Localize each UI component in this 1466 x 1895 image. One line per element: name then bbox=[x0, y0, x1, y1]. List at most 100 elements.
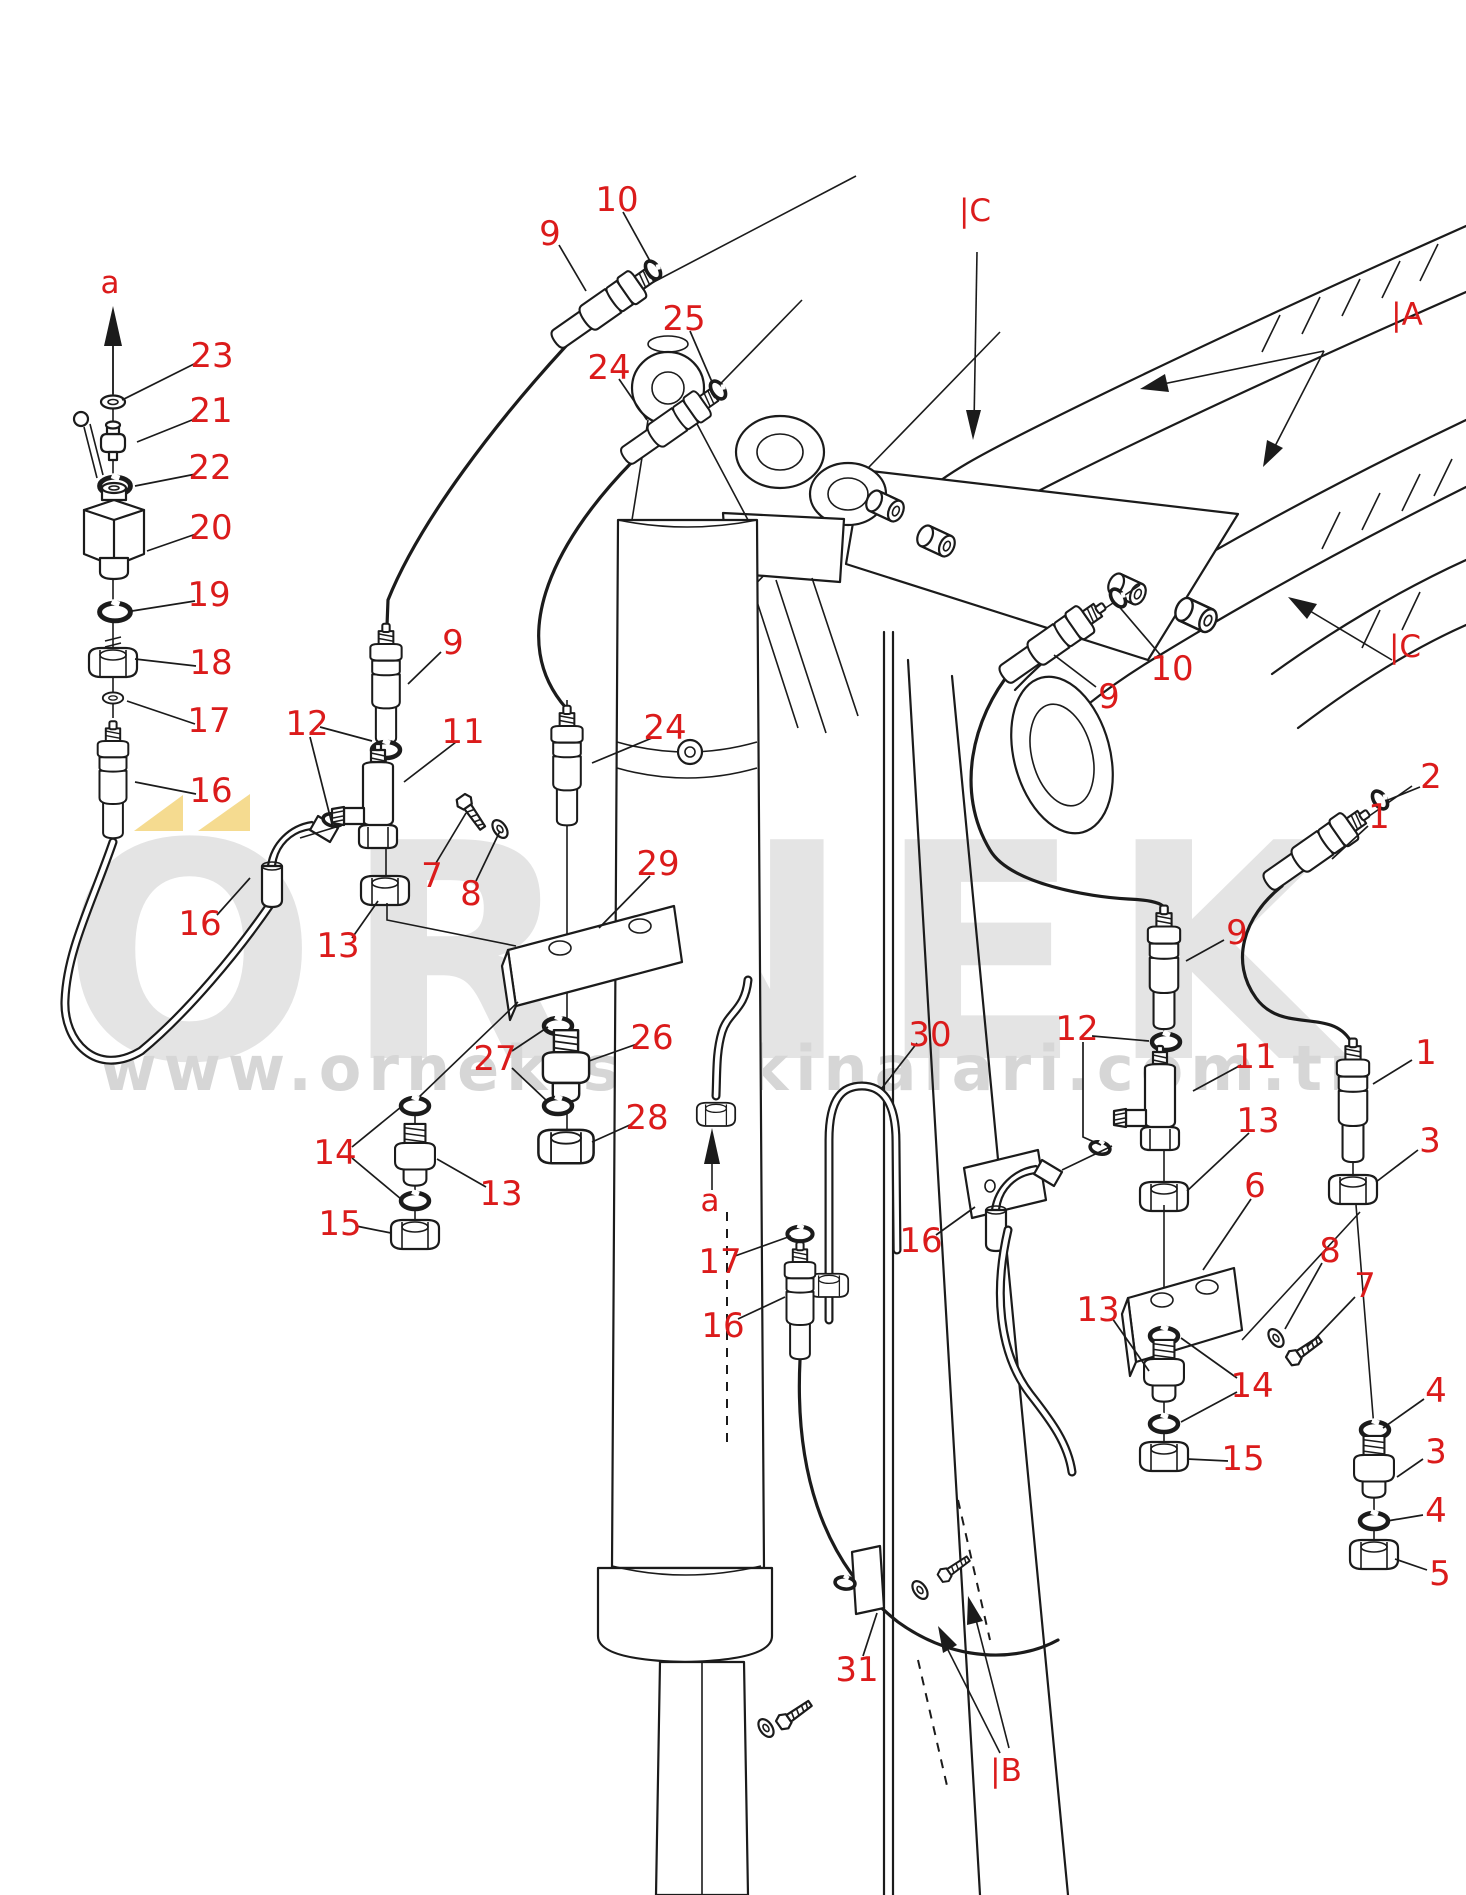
leader-line-9-37 bbox=[1053, 654, 1097, 688]
callout-13-49: 13 bbox=[1076, 1290, 1119, 1330]
watermark-umlaut-triangle-right bbox=[198, 794, 250, 831]
callout-29-24: 29 bbox=[636, 844, 679, 884]
callout-5-55: 5 bbox=[1429, 1554, 1451, 1594]
callout-11-21: 11 bbox=[441, 712, 484, 752]
callout-4-54: 4 bbox=[1425, 1491, 1447, 1531]
leader-line-15-51 bbox=[1186, 1458, 1229, 1462]
leader-line-8-23 bbox=[475, 830, 501, 882]
leader-line-3-53 bbox=[1396, 1458, 1424, 1478]
leader-line-12-41 bbox=[1091, 1035, 1150, 1042]
callout-13-13: 13 bbox=[479, 1174, 522, 1214]
reference-label-C-33: |C bbox=[959, 193, 991, 229]
reference-label-A-34: |A bbox=[1391, 297, 1423, 333]
callout-15-51: 15 bbox=[1221, 1439, 1264, 1479]
callout-10-36: 10 bbox=[1150, 649, 1193, 689]
leader-line-30-28 bbox=[881, 1042, 918, 1089]
leader-line-19-5 bbox=[131, 600, 196, 612]
callout-16-9: 16 bbox=[178, 904, 221, 944]
leader-line-15-14 bbox=[355, 1225, 392, 1234]
leader-line-10-36 bbox=[1115, 602, 1164, 659]
callout-14-50: 14 bbox=[1230, 1366, 1273, 1406]
leader-line-26-25 bbox=[588, 1043, 638, 1062]
line-art bbox=[60, 175, 1466, 1895]
leader-line-16-31 bbox=[737, 1296, 786, 1320]
callout-13-11: 13 bbox=[316, 926, 359, 966]
callout-28-27: 28 bbox=[625, 1098, 668, 1138]
clamp-31 bbox=[850, 1544, 886, 1616]
callout-31-56: 31 bbox=[835, 1650, 878, 1690]
arrow-a-mid bbox=[704, 1128, 720, 1190]
leader-line-1-43 bbox=[1372, 1059, 1413, 1085]
leader-line-7-48 bbox=[1306, 1296, 1356, 1348]
bracket-6 bbox=[1126, 1266, 1244, 1364]
reference-arrows bbox=[104, 251, 1393, 1754]
callout-22-3: 22 bbox=[188, 448, 231, 488]
leader-line-4-52 bbox=[1382, 1398, 1425, 1429]
leader-line-16-32 bbox=[935, 1206, 976, 1236]
leader-line-12-10 bbox=[319, 726, 373, 742]
leader-line-12-10 bbox=[309, 736, 334, 829]
callout-21-2: 21 bbox=[189, 391, 232, 431]
leader-line-13-49 bbox=[1111, 1317, 1150, 1372]
callout-8-47: 8 bbox=[1319, 1231, 1341, 1271]
callout-23-1: 23 bbox=[190, 336, 233, 376]
leader-line-7-22 bbox=[435, 812, 467, 864]
top-middle-valves bbox=[385, 175, 857, 710]
callout-13-44: 13 bbox=[1236, 1101, 1279, 1141]
leader-line-11-42 bbox=[1192, 1064, 1242, 1092]
arrows-b-section bbox=[938, 1596, 1010, 1754]
callout-16-31: 16 bbox=[701, 1306, 744, 1346]
callout-7-48: 7 bbox=[1354, 1266, 1376, 1306]
arm-and-pipes bbox=[882, 630, 1114, 1895]
callout-12-41: 12 bbox=[1055, 1009, 1098, 1049]
callout-24-18: 24 bbox=[587, 348, 630, 388]
callout-27-26: 27 bbox=[473, 1039, 516, 1079]
leader-line-9-15 bbox=[558, 244, 587, 292]
leader-line-22-3 bbox=[134, 473, 197, 487]
leader-lines bbox=[121, 211, 1428, 1657]
leader-line-29-24 bbox=[598, 875, 651, 929]
leader-line-13-44 bbox=[1186, 1132, 1250, 1192]
callout-20-4: 20 bbox=[189, 508, 232, 548]
leader-line-17-30 bbox=[734, 1235, 792, 1257]
leader-line-16-8 bbox=[134, 781, 197, 795]
callout-3-53: 3 bbox=[1425, 1432, 1447, 1472]
leader-line-28-27 bbox=[591, 1123, 633, 1143]
reference-label-a-29: a bbox=[701, 1183, 720, 1219]
leader-line-14-50 bbox=[1180, 1391, 1238, 1423]
middle-assembly bbox=[299, 622, 684, 1251]
arrow-c-top bbox=[966, 251, 981, 440]
callout-26-25: 26 bbox=[630, 1018, 673, 1058]
leader-line-20-4 bbox=[146, 533, 197, 552]
bottom-fasteners bbox=[754, 1544, 974, 1741]
callout-9-15: 9 bbox=[539, 214, 561, 254]
leader-line-31-56 bbox=[862, 1612, 878, 1657]
leader-line-12-41 bbox=[1082, 1042, 1102, 1146]
callout-1-43: 1 bbox=[1415, 1033, 1437, 1073]
callout-17-30: 17 bbox=[698, 1242, 741, 1282]
callout-15-14: 15 bbox=[318, 1204, 361, 1244]
leader-line-8-47 bbox=[1284, 1262, 1323, 1330]
arrow-c-right bbox=[1288, 597, 1393, 661]
leader-line-14-50 bbox=[1180, 1337, 1238, 1379]
leader-line-5-55 bbox=[1394, 1558, 1428, 1571]
leader-line-13-11 bbox=[351, 900, 379, 939]
boom-head bbox=[721, 414, 1240, 734]
callout-6-46: 6 bbox=[1244, 1166, 1266, 1206]
leader-line-23-1 bbox=[121, 361, 199, 401]
watermark-umlaut-triangle-left bbox=[134, 795, 183, 831]
leader-line-9-40 bbox=[1185, 939, 1225, 962]
hydraulic-cylinder bbox=[596, 335, 774, 1895]
callout-3-45: 3 bbox=[1419, 1121, 1441, 1161]
reference-label-a-0: a bbox=[101, 265, 120, 301]
callout-4-52: 4 bbox=[1425, 1371, 1447, 1411]
callout-8-23: 8 bbox=[460, 874, 482, 914]
leader-line-17-7 bbox=[126, 700, 196, 725]
callout-9-37: 9 bbox=[1098, 677, 1120, 717]
leader-line-21-2 bbox=[136, 417, 198, 443]
left-valve-stack bbox=[60, 345, 347, 1065]
valve-16-bottom bbox=[783, 1241, 817, 1361]
callout-16-32: 16 bbox=[899, 1221, 942, 1261]
